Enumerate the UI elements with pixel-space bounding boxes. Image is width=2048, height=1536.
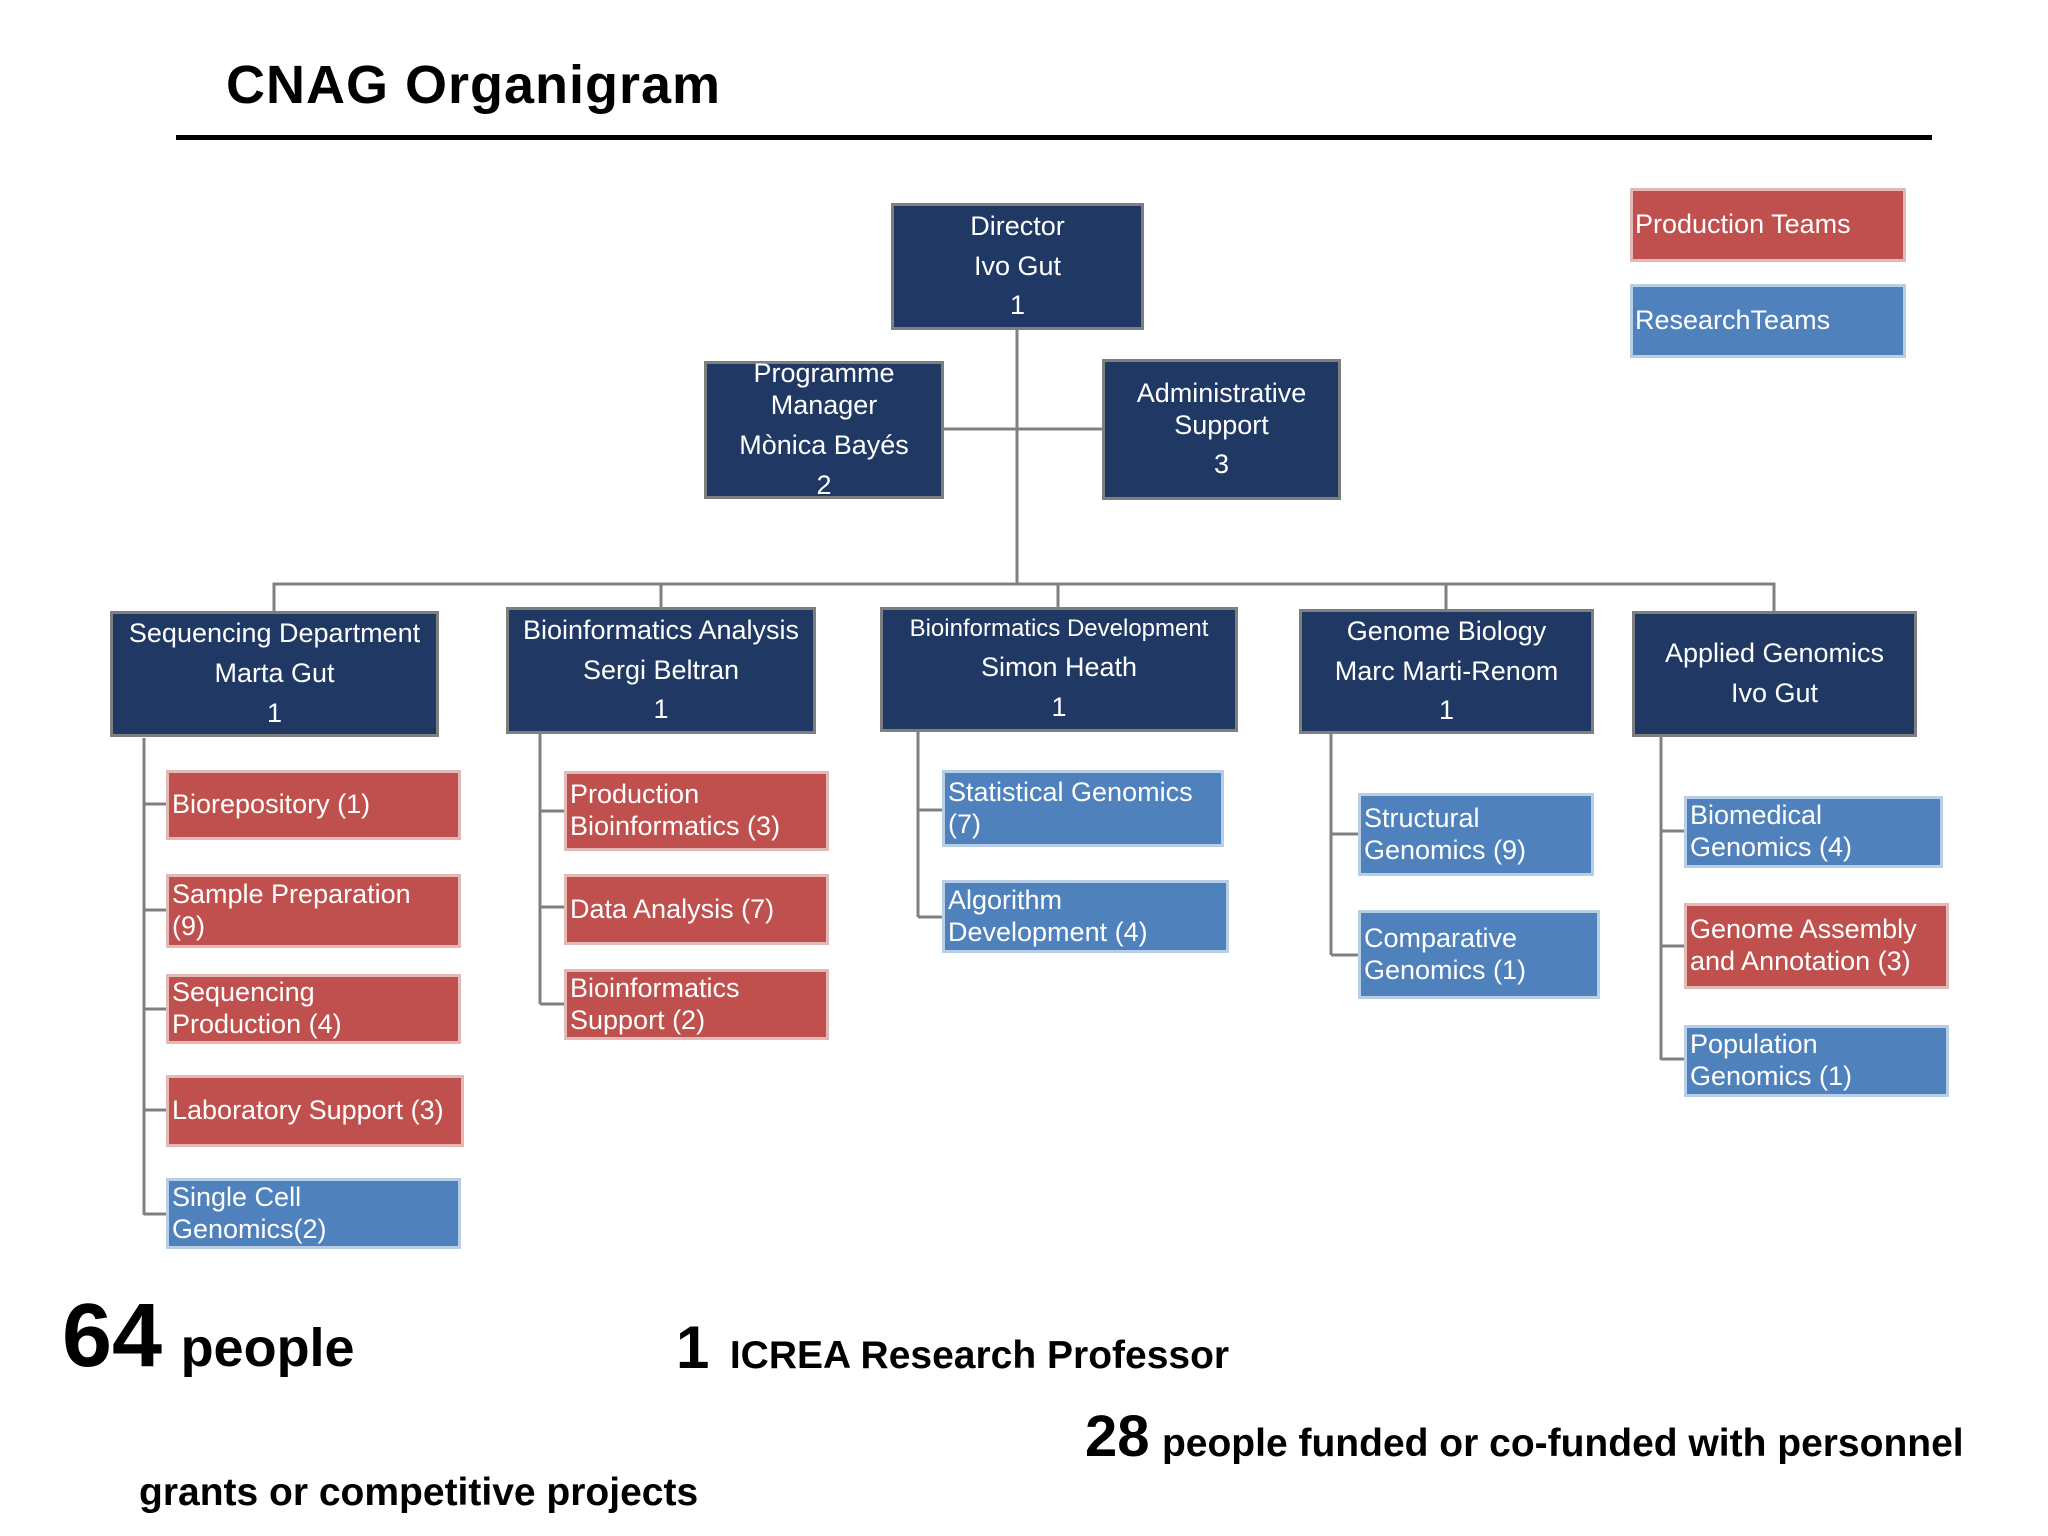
department-head: Ivo Gut <box>1730 678 1819 708</box>
people-stat: 64 people <box>62 1285 355 1388</box>
team-label-line1: Population <box>1690 1029 1818 1060</box>
legend-research-label: ResearchTeams <box>1635 305 1831 336</box>
department-bioinformatics-development: Bioinformatics Development Simon Heath 1 <box>880 607 1238 732</box>
legend-production-teams: Production Teams <box>1630 188 1906 262</box>
department-applied-genomics: Applied Genomics Ivo Gut <box>1632 611 1917 737</box>
department-head: Simon Heath <box>980 651 1138 682</box>
legend-research-teams: ResearchTeams <box>1630 284 1906 358</box>
page-title: CNAG Organigram <box>226 55 722 115</box>
administrative-support-role-line2: Support <box>1174 409 1269 440</box>
funded-stat: 28 people funded or co-funded with perso… <box>1085 1403 1964 1470</box>
team-label: Laboratory Support (3) <box>172 1095 444 1126</box>
department-count: 1 <box>266 697 283 728</box>
director-role: Director <box>970 210 1065 241</box>
icrea-label: ICREA Research Professor <box>729 1334 1230 1377</box>
team-label-line2: and Annotation (3) <box>1690 946 1911 976</box>
team-label-line2: Support (2) <box>570 1004 706 1035</box>
team-label: Biorepository (1) <box>172 789 371 820</box>
team-biorepository: Biorepository (1) <box>166 770 461 840</box>
team-data-analysis: Data Analysis (7) <box>564 874 829 945</box>
team-label-line1: Sequencing <box>172 977 315 1008</box>
people-label: people <box>180 1318 355 1378</box>
team-label-line2: Genomics (1) <box>1690 1061 1853 1091</box>
team-label: Data Analysis (7) <box>570 893 775 924</box>
team-label-line2: Genomics (1) <box>1364 954 1527 985</box>
department-head: Marta Gut <box>214 658 335 689</box>
team-production-bioinformatics: Production Bioinformatics (3) <box>564 771 829 851</box>
team-label-line2: Genomics(2) <box>172 1213 327 1244</box>
team-label-line1: Bioinformatics <box>570 972 740 1003</box>
team-label-line1: Structural <box>1364 802 1480 833</box>
funded-count: 28 <box>1085 1404 1150 1469</box>
department-name: Bioinformatics Analysis <box>522 614 800 645</box>
icrea-count: 1 <box>676 1314 710 1381</box>
team-label-line2: Production (4) <box>172 1009 342 1039</box>
team-label-line2: Genomics (4) <box>1690 832 1853 862</box>
director-box: Director Ivo Gut 1 <box>891 203 1144 330</box>
team-genome-assembly-annotation: Genome Assembly and Annotation (3) <box>1684 903 1949 989</box>
department-count: 1 <box>1051 691 1067 722</box>
programme-manager-name: Mònica Bayés <box>739 430 909 460</box>
team-label-line1: Biomedical <box>1690 800 1823 831</box>
team-laboratory-support: Laboratory Support (3) <box>166 1075 464 1147</box>
team-label-line1: Genome Assembly <box>1690 914 1917 945</box>
team-label-line2: Genomics (9) <box>1364 834 1527 865</box>
team-algorithm-development: Algorithm Development (4) <box>942 880 1229 953</box>
team-label-line2: Development (4) <box>948 916 1148 947</box>
department-count: 1 <box>653 694 669 725</box>
department-bioinformatics-analysis: Bioinformatics Analysis Sergi Beltran 1 <box>506 607 816 734</box>
programme-manager-count: 2 <box>816 469 832 500</box>
department-genome-biology: Genome Biology Marc Marti-Renom 1 <box>1299 609 1594 734</box>
programme-manager-role-line1: Programme <box>753 358 895 389</box>
funded-label-continuation: grants or competitive projects <box>139 1471 699 1514</box>
department-sequencing: Sequencing Department Marta Gut 1 <box>110 611 439 737</box>
team-population-genomics: Population Genomics (1) <box>1684 1025 1949 1097</box>
director-name: Ivo Gut <box>973 250 1062 281</box>
department-head: Sergi Beltran <box>582 654 740 685</box>
team-label-line1: Sample Preparation <box>172 879 411 910</box>
department-name: Bioinformatics Development <box>909 615 1209 643</box>
team-statistical-genomics: Statistical Genomics (7) <box>942 770 1224 847</box>
team-label-line1: Production <box>570 779 700 810</box>
people-count: 64 <box>62 1286 163 1386</box>
team-comparative-genomics: Comparative Genomics (1) <box>1358 910 1600 999</box>
team-label-line1: Algorithm <box>948 884 1063 915</box>
administrative-support-role-line1: Administrative <box>1136 377 1307 408</box>
team-label-line1: Comparative <box>1364 922 1518 953</box>
director-count: 1 <box>1009 290 1026 321</box>
team-label-line2: Bioinformatics (3) <box>570 811 781 841</box>
department-name: Sequencing Department <box>128 618 421 649</box>
team-bioinformatics-support: Bioinformatics Support (2) <box>564 969 829 1040</box>
programme-manager-box: Programme Manager Mònica Bayés 2 <box>704 358 944 500</box>
team-label-line1: Statistical Genomics <box>948 776 1193 807</box>
department-name: Applied Genomics <box>1664 638 1885 669</box>
team-sample-preparation: Sample Preparation (9) <box>166 874 461 948</box>
title-divider <box>176 135 1932 140</box>
programme-manager-role-line2: Manager <box>770 390 878 421</box>
administrative-support-count: 3 <box>1213 449 1230 480</box>
department-count: 1 <box>1438 695 1455 726</box>
administrative-support-box: Administrative Support 3 <box>1102 359 1341 500</box>
team-label-line2: (9) <box>172 911 205 941</box>
team-label-line1: Single Cell <box>172 1181 302 1212</box>
team-structural-genomics: Structural Genomics (9) <box>1358 793 1594 876</box>
team-biomedical-genomics: Biomedical Genomics (4) <box>1684 796 1943 868</box>
department-name: Genome Biology <box>1346 615 1547 646</box>
legend-production-label: Production Teams <box>1635 209 1851 240</box>
team-label-line2: (7) <box>948 808 981 839</box>
icrea-stat: 1 ICREA Research Professor <box>676 1313 1229 1382</box>
funded-label: people funded or co-funded with personne… <box>1161 1422 1964 1465</box>
team-single-cell-genomics: Single Cell Genomics(2) <box>166 1178 461 1249</box>
team-sequencing-production: Sequencing Production (4) <box>166 974 461 1044</box>
department-head: Marc Marti-Renom <box>1334 655 1559 686</box>
